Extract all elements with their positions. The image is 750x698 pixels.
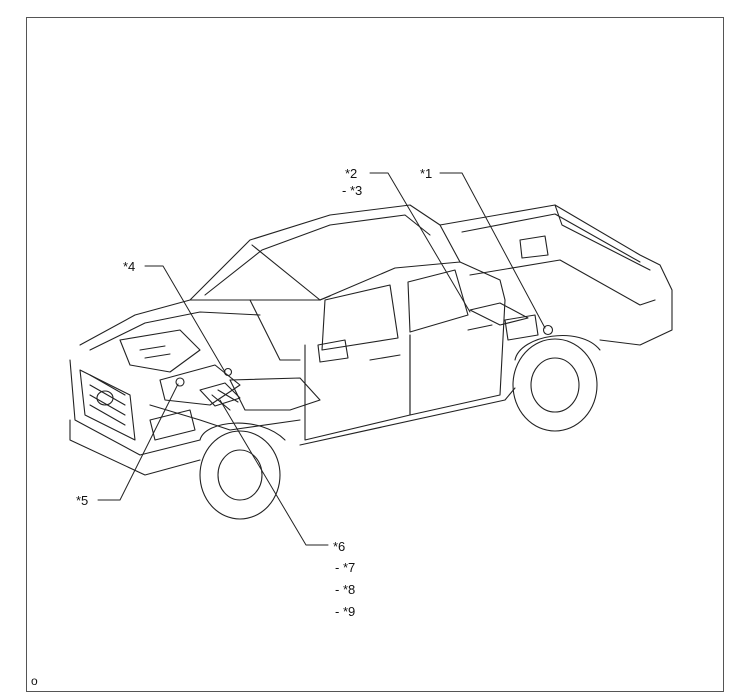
callout-3: - *3	[342, 183, 363, 198]
callout-4: *4	[123, 259, 136, 274]
rear-wheel	[512, 335, 601, 432]
leader-4	[144, 265, 226, 373]
callout-6: *6	[333, 539, 346, 554]
truck-body	[69, 204, 673, 476]
leader-lines	[97, 172, 546, 546]
leader-6	[219, 399, 329, 546]
corner-mark: o	[31, 674, 38, 688]
callout-7: - *7	[335, 560, 356, 575]
leader-5	[97, 383, 179, 501]
callout-5: *5	[76, 493, 89, 508]
front-wheel	[199, 422, 286, 520]
callout-2: *2	[345, 166, 358, 181]
leader-1	[439, 172, 546, 329]
leader-2	[369, 172, 471, 313]
callout-9: - *9	[335, 604, 356, 619]
callout-1: *1	[420, 166, 433, 181]
callout-8: - *8	[335, 582, 356, 597]
diagram-frame	[26, 17, 724, 692]
